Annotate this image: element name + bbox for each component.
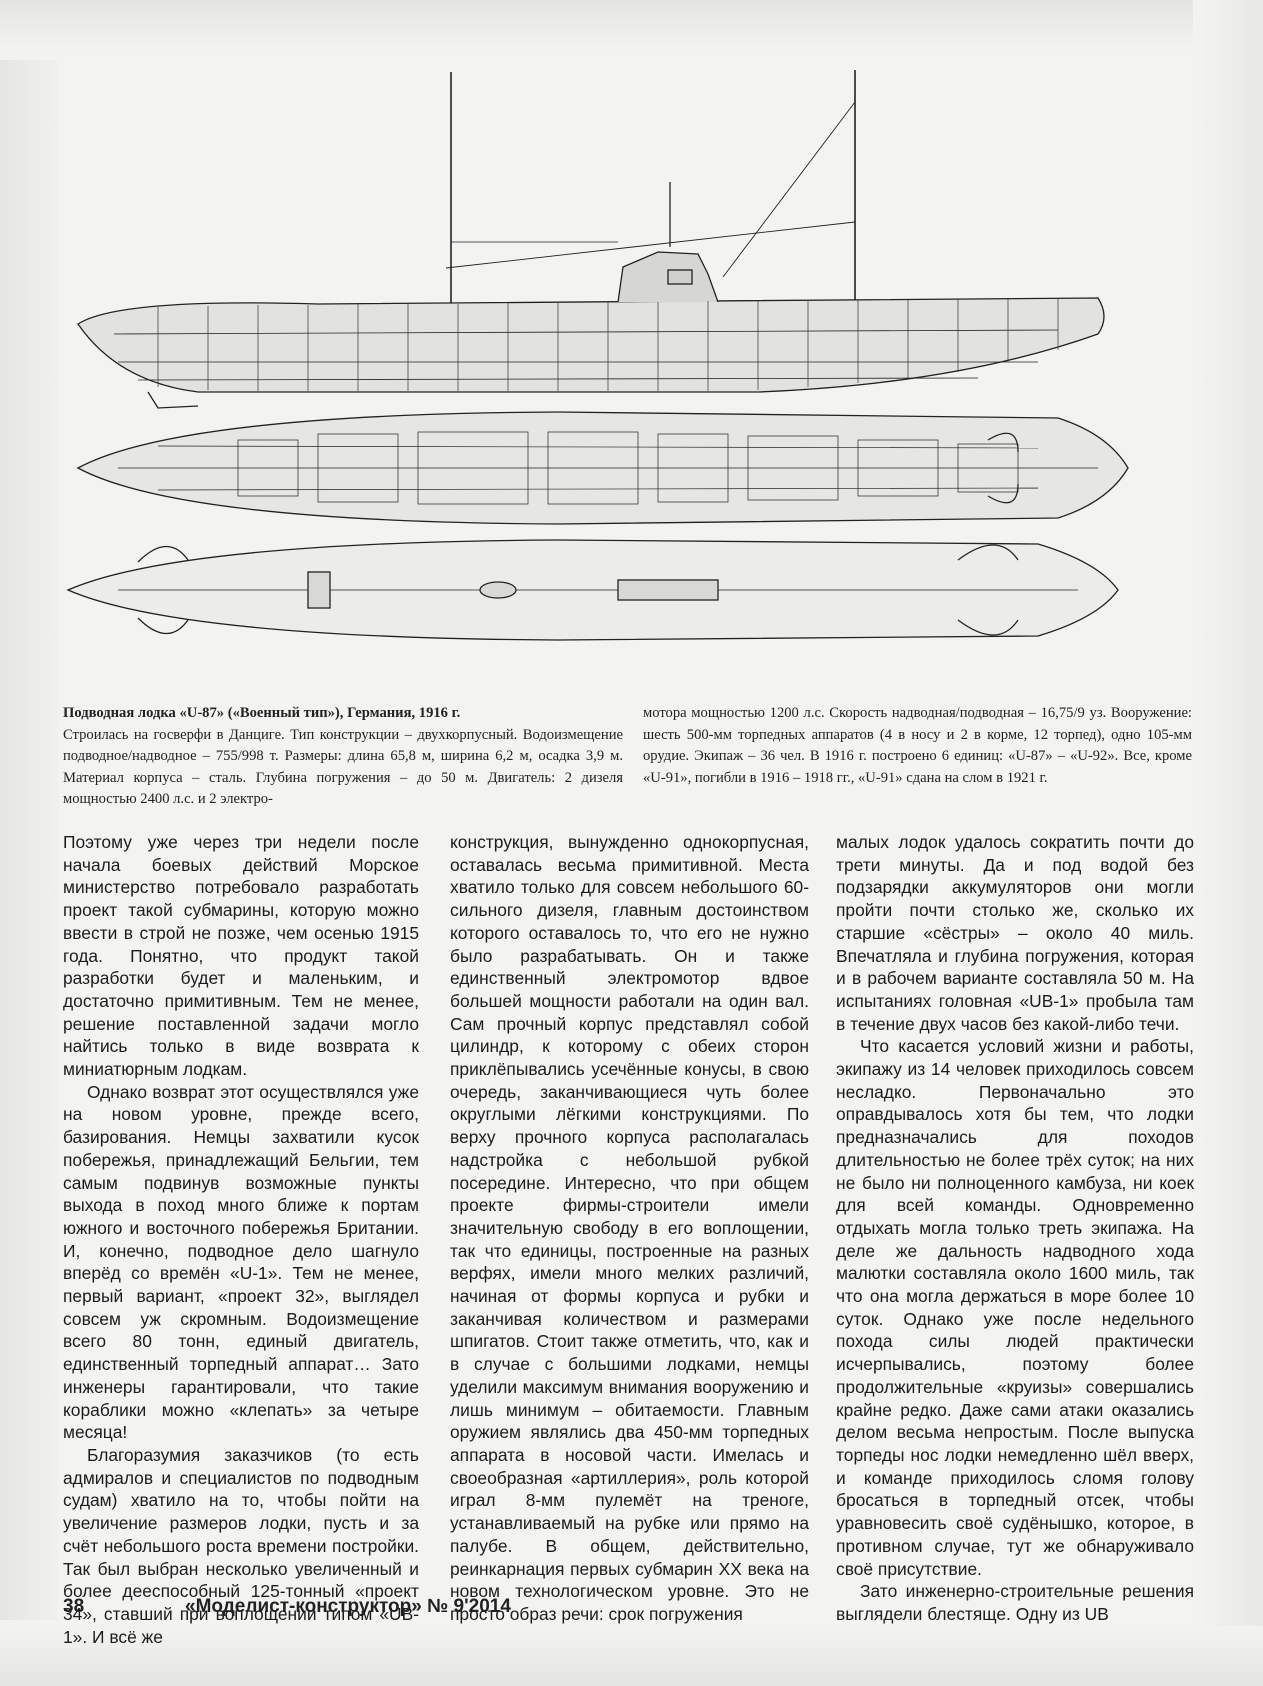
top-view-drawing bbox=[66, 539, 1119, 641]
paragraph: Благоразумия заказчиков (то есть адмирал… bbox=[63, 1444, 419, 1647]
text-column-2: конструкция, вынужденно однокорпусная, о… bbox=[450, 831, 809, 1626]
scan-left-edge bbox=[0, 60, 58, 1620]
paragraph: Зато инженерно-строительные решения выгл… bbox=[836, 1581, 1194, 1624]
paragraph: Поэтому уже через три недели после начал… bbox=[63, 832, 419, 1080]
side-view-drawing bbox=[77, 70, 1105, 409]
caption-title: Подводная лодка «U-87» («Военный тип»), … bbox=[63, 705, 461, 721]
paragraph: малых лодок удалось сократить почти до т… bbox=[836, 832, 1194, 1034]
submarine-drawing bbox=[66, 70, 1129, 641]
caption-left: Подводная лодка «U-87» («Военный тип»), … bbox=[63, 703, 623, 811]
paragraph: конструкция, вынужденно однокорпусная, о… bbox=[450, 832, 809, 1624]
scan-right-edge bbox=[1193, 0, 1263, 1686]
text-column-3: малых лодок удалось сократить почти до т… bbox=[836, 831, 1194, 1626]
paragraph: Что касается условий жизни и работы, эки… bbox=[836, 1036, 1194, 1579]
scan-top-edge bbox=[0, 0, 1263, 52]
paragraph: Однако возврат этот осуществлялся уже на… bbox=[63, 1081, 419, 1443]
scan-bottom-edge bbox=[0, 1626, 1263, 1686]
text-column-1: Поэтому уже через три недели после начал… bbox=[63, 831, 419, 1648]
magazine-title: «Моделист-конструктор» № 9'2014 bbox=[185, 1596, 511, 1617]
caption-text-left: Строилась на госверфи в Данциге. Тип кон… bbox=[63, 726, 623, 808]
plan-view-drawing bbox=[76, 411, 1129, 525]
page-number: 38 bbox=[63, 1596, 85, 1617]
caption-text-right: мотора мощностью 1200 л.с. Скорость надв… bbox=[643, 705, 1192, 786]
caption-right: мотора мощностью 1200 л.с. Скорость надв… bbox=[643, 703, 1192, 789]
